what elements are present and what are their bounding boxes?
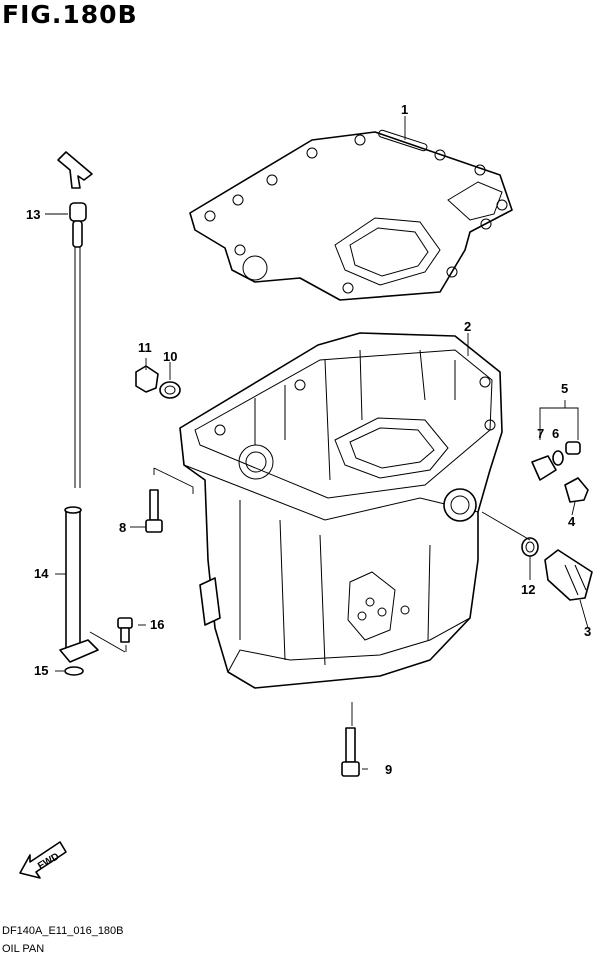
part-washer-10[interactable] <box>159 381 181 399</box>
figure-title: FIG.180B <box>2 0 138 29</box>
callout-5: 5 <box>561 381 568 396</box>
callout-13: 13 <box>26 207 40 222</box>
part-washer-6[interactable] <box>552 450 564 466</box>
callout-14: 14 <box>34 566 49 581</box>
diagram-code: DF140A_E11_016_180B <box>2 925 124 937</box>
part-bolt-guide[interactable] <box>117 617 133 643</box>
callout-9: 9 <box>385 762 392 777</box>
fwd-label: FWD <box>36 851 61 872</box>
part-o-ring-12[interactable] <box>521 537 539 557</box>
part-dipstick[interactable] <box>57 151 93 488</box>
callout-3: 3 <box>584 624 591 639</box>
part-o-ring-guide[interactable] <box>64 666 84 676</box>
callout-2: 2 <box>464 319 471 334</box>
callout-4: 4 <box>568 514 576 529</box>
part-bolt-9[interactable] <box>341 727 360 777</box>
part-dipstick-guide[interactable] <box>59 506 99 663</box>
part-plug-11[interactable] <box>135 365 159 393</box>
part-oil-pan[interactable] <box>179 332 503 689</box>
part-gasket[interactable] <box>189 129 513 301</box>
leader-lines <box>45 116 589 770</box>
callout-8: 8 <box>119 520 126 535</box>
callout-10: 10 <box>163 349 177 364</box>
part-bolt-8[interactable] <box>145 489 163 533</box>
callout-12: 12 <box>521 582 535 597</box>
callout-7: 7 <box>537 426 544 441</box>
callout-16: 16 <box>150 617 164 632</box>
fwd-arrow-icon: FWD <box>19 841 67 879</box>
callout-11: 11 <box>138 340 152 355</box>
part-drain-3[interactable] <box>544 549 593 601</box>
part-cap-4[interactable] <box>564 477 589 503</box>
part-fitting-7[interactable] <box>531 455 557 481</box>
diagram-name: OIL PAN <box>2 943 45 955</box>
part-plug-5[interactable] <box>565 441 581 455</box>
callout-15: 15 <box>34 663 48 678</box>
callout-1: 1 <box>401 102 408 117</box>
callout-6: 6 <box>552 426 559 441</box>
